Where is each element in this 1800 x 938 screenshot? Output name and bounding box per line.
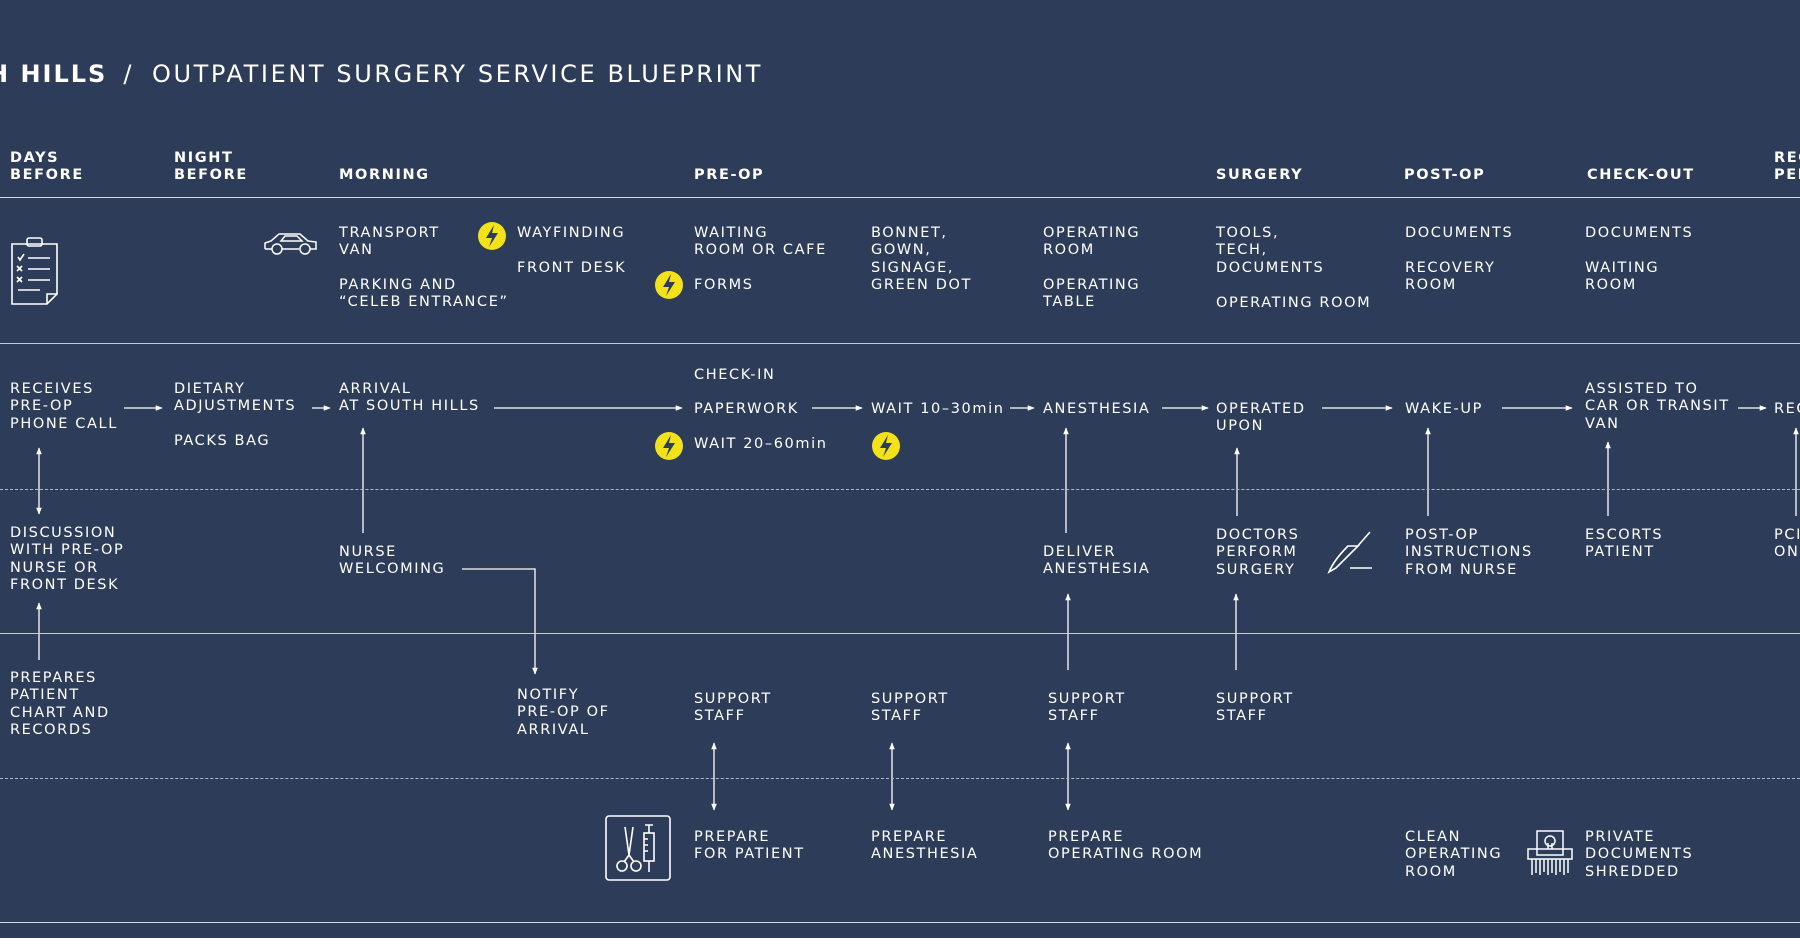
page-title: H HILLS / OUTPATIENT SURGERY SERVICE BLUEP… [0, 60, 763, 88]
evidence-waiting-room: WAITING ROOM OR CAFE [694, 225, 827, 259]
line-of-internal-interaction [0, 778, 1800, 779]
evidence-operating-room: OPERATING ROOM [1043, 225, 1141, 259]
title-separator: / [123, 60, 135, 88]
phase-recovery: REC PER [1774, 150, 1800, 183]
action-paperwork: PAPERWORK [694, 401, 799, 417]
backstage-support-staff-1: SUPPORT STAFF [694, 691, 772, 725]
backstage-support-staff-4: SUPPORT STAFF [1216, 691, 1294, 725]
process-prepare-for-patient: PREPARE FOR PATIENT [694, 829, 805, 863]
evidence-forms: FORMS [694, 277, 754, 293]
surgical-tools-icon [605, 815, 671, 881]
evidence-operating-room-2: OPERATING ROOM [1216, 295, 1372, 311]
phase-night-before: NIGHT BEFORE [174, 150, 248, 183]
line-of-interaction [0, 489, 1800, 490]
evidence-transport-van: TRANSPORT VAN [339, 225, 440, 259]
car-icon [264, 233, 317, 255]
frontstage-escorts-patient: ESCORTS PATIENT [1585, 527, 1664, 561]
action-receives-call: RECEIVES PRE-OP PHONE CALL [10, 381, 118, 432]
frontstage-pcp: PCI ON [1774, 527, 1800, 561]
action-operated-upon: OPERATED UPON [1216, 401, 1306, 435]
evidence-parking: PARKING AND “CELEB ENTRANCE” [339, 277, 509, 311]
action-check-in: CHECK-IN [694, 367, 776, 383]
footer-divider [0, 922, 1800, 923]
action-wait-20-60: WAIT 20–60min [694, 436, 828, 452]
action-dietary-adjustments: DIETARY ADJUSTMENTS [174, 381, 297, 415]
evidence-recovery-room: RECOVERY ROOM [1405, 260, 1496, 294]
phase-check-out: CHECK-OUT [1587, 167, 1695, 183]
frontstage-post-op-instructions: POST-OP INSTRUCTIONS FROM NURSE [1405, 527, 1533, 578]
phase-morning: MORNING [339, 167, 430, 183]
evidence-tools: TOOLS, TECH, DOCUMENTS [1216, 225, 1325, 276]
backstage-support-staff-3: SUPPORT STAFF [1048, 691, 1126, 725]
evidence-waiting-room-check-out: WAITING ROOM [1585, 260, 1660, 294]
evidence-documents-check-out: DOCUMENTS [1585, 225, 1694, 241]
header-divider [0, 197, 1800, 198]
frontstage-nurse-welcoming: NURSE WELCOMING [339, 544, 446, 578]
backstage-notify-pre-op: NOTIFY PRE-OP OF ARRIVAL [517, 687, 610, 738]
frontstage-deliver-anesthesia: DELIVER ANESTHESIA [1043, 544, 1151, 578]
line-of-interaction-top [0, 343, 1800, 344]
phase-days-before: DAYS BEFORE [10, 150, 84, 183]
backstage-prepares-chart: PREPARES PATIENT CHART AND RECORDS [10, 670, 110, 738]
evidence-wayfinding: WAYFINDING [517, 225, 626, 241]
backstage-support-staff-2: SUPPORT STAFF [871, 691, 949, 725]
lightning-bolt-icon [872, 432, 900, 460]
process-documents-shredded: PRIVATE DOCUMENTS SHREDDED [1585, 829, 1694, 880]
process-prepare-anesthesia: PREPARE ANESTHESIA [871, 829, 979, 863]
clipboard-icon [11, 237, 58, 305]
action-arrival: ARRIVAL AT SOUTH HILLS [339, 381, 480, 415]
brand-name: H HILLS [0, 60, 108, 88]
action-wait-10-30: WAIT 10–30min [871, 401, 1005, 417]
action-wake-up: WAKE-UP [1405, 401, 1483, 417]
lightning-bolt-icon [655, 432, 683, 460]
evidence-documents-post-op: DOCUMENTS [1405, 225, 1514, 241]
frontstage-doctors-perform: DOCTORS PERFORM SURGERY [1216, 527, 1300, 578]
phase-pre-op: PRE-OP [694, 167, 765, 183]
action-assisted-to-car: ASSISTED TO CAR OR TRANSIT VAN [1585, 381, 1730, 432]
action-packs-bag: PACKS BAG [174, 433, 271, 449]
evidence-operating-table: OPERATING TABLE [1043, 277, 1141, 311]
evidence-bonnet-gown: BONNET, GOWN, SIGNAGE, GREEN DOT [871, 225, 972, 293]
lightning-bolt-icon [655, 271, 683, 299]
evidence-front-desk: FRONT DESK [517, 260, 627, 276]
shredder-icon [1527, 830, 1573, 875]
blueprint-title: OUTPATIENT SURGERY SERVICE BLUEPRINT [152, 60, 764, 88]
phase-post-op: POST-OP [1404, 167, 1486, 183]
action-recovery: REC [1774, 401, 1800, 417]
lightning-bolt-icon [478, 222, 506, 250]
phase-surgery: SURGERY [1216, 167, 1304, 183]
line-of-visibility [0, 633, 1800, 634]
process-prepare-operating-room: PREPARE OPERATING ROOM [1048, 829, 1204, 863]
frontstage-discussion: DISCUSSION WITH PRE-OP NURSE OR FRONT DE… [10, 525, 125, 593]
scalpel-icon [1327, 531, 1372, 574]
process-clean-operating-room: CLEAN OPERATING ROOM [1405, 829, 1503, 880]
action-anesthesia: ANESTHESIA [1043, 401, 1151, 417]
arrow-nurse-to-notify [462, 568, 538, 675]
